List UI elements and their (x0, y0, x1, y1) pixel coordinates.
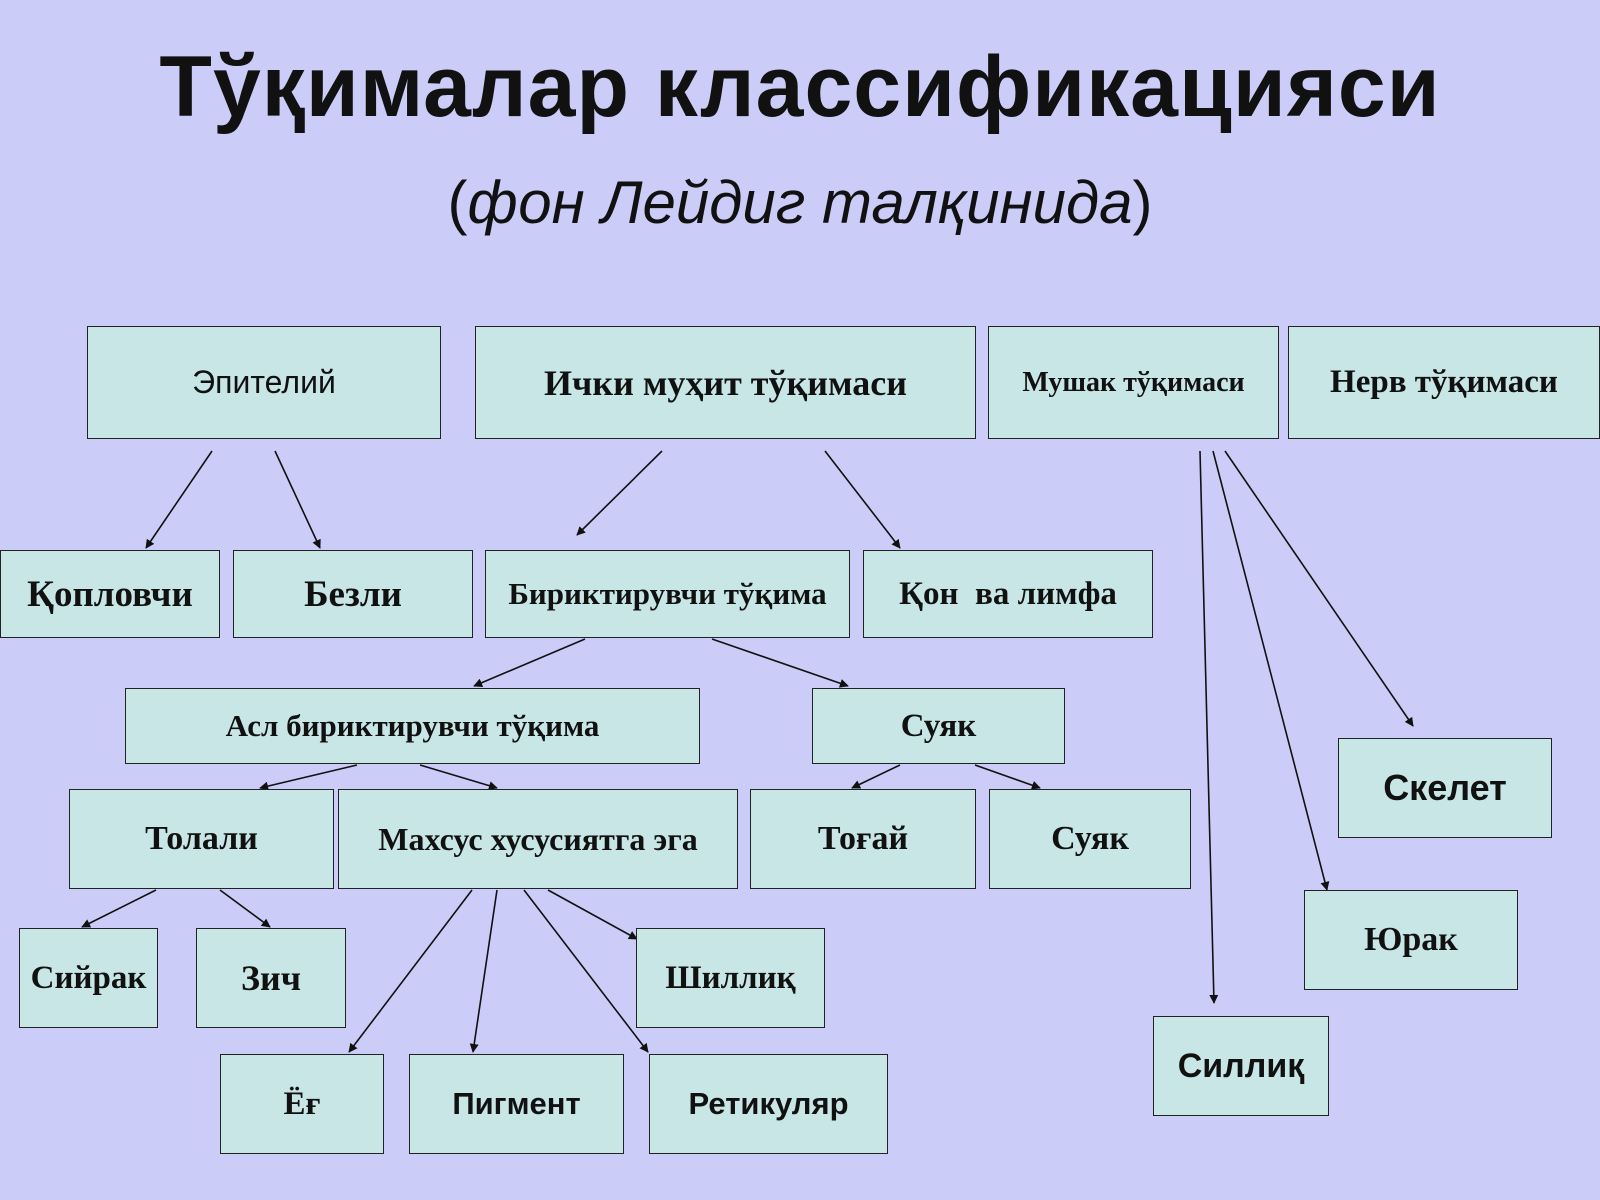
node-togay-label: Тоғай (817, 820, 909, 857)
node-skelet: Скелет (1338, 738, 1552, 838)
node-maxsus: Махсус хусусиятга эга (338, 789, 738, 889)
node-suyak-parent: Суяк (812, 688, 1065, 764)
node-zich: Зич (196, 928, 346, 1028)
node-yurak-label: Юрак (1364, 921, 1458, 958)
node-silliq-label: Силлиқ (1177, 1046, 1305, 1085)
arrow-mushak-yurak (1212, 450, 1330, 891)
node-bezli-label: Безли (304, 573, 402, 615)
node-siyrak: Сийрак (19, 928, 158, 1028)
arrow-maxsus-shilliq (547, 889, 638, 940)
arrow-ichki-qon (824, 450, 901, 549)
node-skelet-label: Скелет (1383, 767, 1507, 808)
node-epiteliy: Эпителий (87, 326, 441, 439)
node-shilliq: Шиллиқ (636, 928, 825, 1028)
arrow-maxsus-retikulyar (523, 889, 649, 1053)
arrow-suyak-suyak (974, 764, 1041, 790)
arrow-ichki-biriktiruvchi (576, 450, 663, 536)
arrow-mushak-silliq (1199, 450, 1219, 1004)
node-suyak-parent-label: Суяк (900, 707, 977, 744)
node-koplovchi: Қопловчи (0, 550, 220, 638)
node-maxsus-label: Махсус хусусиятга эга (378, 820, 698, 857)
arrow-biriktiruvchi-suyak (711, 638, 849, 688)
node-retikulyar: Ретикуляр (649, 1054, 888, 1154)
node-asl-biriktiruvchi: Асл бириктирувчи тўқима (125, 688, 700, 764)
node-asl-biriktiruvchi-label: Асл бириктирувчи тўқима (225, 708, 600, 743)
node-suyak: Суяк (989, 789, 1191, 889)
node-nerv-label: Нерв тўқимаси (1330, 364, 1558, 400)
node-zich-label: Зич (240, 958, 302, 998)
node-nerv: Нерв тўқимаси (1288, 326, 1600, 439)
node-yurak: Юрак (1304, 890, 1518, 990)
node-retikulyar-label: Ретикуляр (688, 1086, 849, 1121)
node-epiteliy-label: Эпителий (192, 364, 336, 400)
arrow-epiteliy-bezli (274, 450, 321, 549)
node-mushak-label: Мушак тўқимаси (1022, 366, 1245, 398)
arrow-biriktiruvchi-asl (473, 638, 586, 687)
node-tolali: Толали (69, 789, 334, 889)
arrow-asl-maxsus (419, 764, 498, 790)
arrow-epiteliy-koplovchi (145, 450, 213, 549)
node-biriktiruvchi: Бириктирувчи тўқима (485, 550, 850, 638)
page-subtitle: (фон Лейдиг талқинида) (0, 168, 1600, 237)
subtitle-open-paren: ( (447, 169, 468, 236)
arrow-mushak-skelet (1224, 450, 1414, 727)
node-yog-label: Ёғ (283, 1085, 321, 1122)
node-qon-limfa-label: Қон ва лимфа (899, 575, 1117, 612)
node-yog: Ёғ (220, 1054, 384, 1154)
subtitle-close-paren: ) (1132, 169, 1153, 236)
arrow-maxsus-yog (348, 889, 473, 1053)
node-suyak-label: Суяк (1051, 820, 1129, 857)
node-koplovchi-label: Қопловчи (27, 573, 193, 615)
arrow-suyak-togay (851, 764, 901, 789)
page-title: Тўқималар классификацияси (159, 39, 1441, 135)
arrow-tolali-zich (219, 889, 271, 928)
node-pigment-label: Пигмент (452, 1086, 581, 1121)
node-tolali-label: Толали (145, 820, 258, 857)
node-siyrak-label: Сийрак (30, 959, 147, 996)
node-pigment: Пигмент (409, 1054, 624, 1154)
node-shilliq-label: Шиллиқ (665, 959, 796, 996)
node-togay: Тоғай (750, 789, 976, 889)
node-ichki-muhit-label: Ички муҳит тўқимаси (544, 362, 907, 403)
node-biriktiruvchi-label: Бириктирувчи тўқима (508, 576, 827, 611)
arrow-asl-tolali (259, 764, 358, 791)
node-bezli: Безли (233, 550, 473, 638)
node-ichki-muhit: Ички муҳит тўқимаси (475, 326, 976, 439)
node-qon-limfa: Қон ва лимфа (863, 550, 1153, 638)
arrow-tolali-siyrak (81, 889, 157, 928)
node-mushak: Мушак тўқимаси (988, 326, 1279, 439)
arrow-maxsus-pigment (469, 889, 498, 1053)
node-silliq: Силлиқ (1153, 1016, 1329, 1116)
subtitle-text: фон Лейдиг талқинида (467, 169, 1133, 236)
